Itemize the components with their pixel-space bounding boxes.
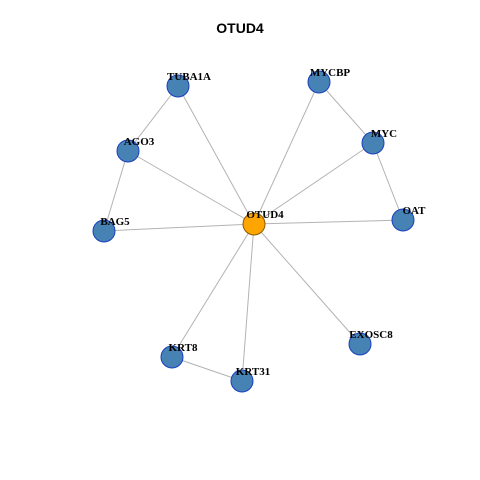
chart-title: OTUD4 (216, 20, 264, 36)
edge-krt8-krt31 (171, 356, 243, 382)
node-mycbp: MYCBP (307, 67, 351, 94)
node-circle (92, 219, 116, 243)
node-circle (116, 139, 140, 163)
node-krt31: KRT31 (230, 366, 270, 393)
node-label: KRT8 (169, 342, 198, 354)
node-ago3: AGO3 (116, 136, 155, 163)
node-circle (391, 208, 415, 232)
edge-otud4-tuba1a (177, 85, 255, 225)
edges-layer (103, 81, 404, 382)
node-circle (160, 345, 184, 369)
node-label: MYCBP (310, 67, 351, 79)
node-oat: OAT (391, 205, 426, 232)
node-label: TUBA1A (167, 71, 211, 83)
node-circle (348, 332, 372, 356)
edge-otud4-bag5 (103, 223, 255, 232)
edge-myc-oat (372, 142, 404, 221)
nodes-layer: OTUD4 TUBA1A MYCBP AGO3 MYC BAG5 OAT EXOSC8KRT8… (92, 67, 426, 393)
node-circle (166, 74, 190, 98)
edge-tuba1a-ago3 (127, 85, 179, 152)
edge-otud4-exosc8 (253, 223, 361, 345)
node-label: KRT31 (236, 366, 270, 378)
node-myc: MYC (361, 128, 397, 155)
node-tuba1a: TUBA1A (166, 71, 211, 98)
node-bag5: BAG5 (92, 216, 130, 243)
edge-mycbp-myc (318, 81, 374, 144)
node-label: BAG5 (100, 216, 130, 228)
node-label: OAT (402, 205, 426, 217)
node-exosc8: EXOSC8 (348, 329, 393, 356)
edge-otud4-krt31 (241, 223, 255, 382)
edge-otud4-myc (253, 142, 374, 225)
node-circle (361, 131, 385, 155)
node-label: AGO3 (124, 136, 155, 148)
node-circle (242, 212, 266, 236)
node-circle (307, 70, 331, 94)
node-label: OTUD4 (246, 209, 284, 221)
node-otud4: OTUD4 (242, 209, 284, 236)
edge-otud4-mycbp (253, 81, 320, 225)
node-krt8: KRT8 (160, 342, 198, 369)
edge-otud4-ago3 (127, 150, 255, 225)
edge-otud4-krt8 (171, 223, 255, 358)
node-circle (230, 369, 254, 393)
edge-otud4-oat (253, 219, 404, 225)
edge-ago3-bag5 (103, 150, 129, 232)
node-label: EXOSC8 (349, 329, 393, 341)
node-label: MYC (371, 128, 397, 140)
